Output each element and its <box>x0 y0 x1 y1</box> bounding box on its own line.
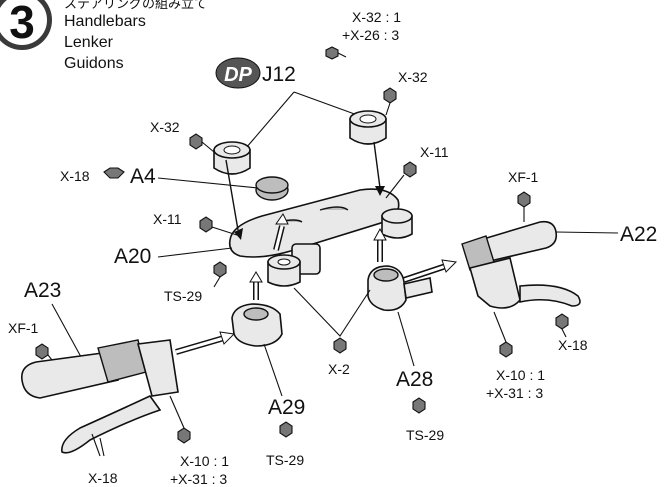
hex-screw-icon <box>412 397 426 414</box>
a20-label: A20 <box>114 245 151 268</box>
hex-screw-icon <box>177 427 191 444</box>
x31-left-qty-label: +X-31 : 3 <box>170 471 227 487</box>
a4-nut <box>255 176 289 201</box>
hex-screw-icon <box>499 341 513 358</box>
collar-right <box>381 208 413 239</box>
a4-label: A4 <box>130 165 156 188</box>
ts29-left-label: TS-29 <box>164 288 202 304</box>
x32-qty-label: X-32 : 1 <box>352 9 401 25</box>
j12-label: J12 <box>262 63 296 86</box>
x11-left-label: X-11 <box>153 211 182 227</box>
x10-left-qty-label: X-10 : 1 <box>180 453 229 469</box>
a29-clamp <box>231 303 283 347</box>
title-german: Lenker <box>64 34 114 51</box>
damper-right <box>349 110 387 145</box>
x31-right-qty-label: +X-31 : 3 <box>486 385 543 401</box>
hex-screw-icon <box>383 87 397 104</box>
step-header-japanese: ステアリングの組み立て <box>64 0 207 11</box>
hex-screw-icon <box>325 46 339 60</box>
ts29-center-label: TS-29 <box>406 427 444 443</box>
x11-right-label: X-11 <box>420 144 449 160</box>
xf1-left-label: XF-1 <box>8 320 39 336</box>
xf1-right-label: XF-1 <box>508 169 539 185</box>
a22-label: A22 <box>620 223 657 246</box>
x2-label: X-2 <box>328 361 350 377</box>
hex-screw-icon <box>213 261 227 278</box>
a23-label: A23 <box>24 279 61 302</box>
step-badge: 3 <box>0 0 52 50</box>
ts29-bottom-label: TS-29 <box>266 452 304 468</box>
damper-left <box>213 141 251 175</box>
step-number: 3 <box>9 0 35 48</box>
x10-right-qty-label: X-10 : 1 <box>496 367 545 383</box>
a29-label: A29 <box>268 396 305 419</box>
title-english: Handlebars <box>64 13 146 30</box>
hex-screw-icon <box>35 343 49 360</box>
hex-screw-icon <box>555 313 569 330</box>
title-french: Guidons <box>64 55 124 72</box>
j12-leader <box>245 91 361 149</box>
dp-label: DP <box>224 64 252 86</box>
hex-screw-icon <box>403 161 417 178</box>
a22-right-grip <box>461 220 581 309</box>
hex-screw-icon <box>333 337 347 354</box>
hex-screw-icon <box>199 216 213 233</box>
a20-yoke <box>228 188 400 275</box>
hex-screw-icon <box>279 421 293 438</box>
x32-right-label: X-32 <box>398 69 428 85</box>
x18-left-label: X-18 <box>88 470 118 486</box>
collar-left <box>267 254 301 287</box>
x18-right-label: X-18 <box>558 337 588 353</box>
hex-screw-icon <box>517 191 531 208</box>
hex-screw-icon <box>189 133 203 150</box>
x32-left-label: X-32 <box>150 119 180 135</box>
hex-screw-icon <box>103 167 125 179</box>
x26-qty-label: +X-26 : 3 <box>342 27 399 43</box>
x18-a4-label: X-18 <box>60 168 90 184</box>
dp-badge: DP <box>215 57 261 89</box>
a28-label: A28 <box>396 368 433 391</box>
a23-left-grip <box>20 339 179 454</box>
a28-clamp <box>367 265 433 312</box>
